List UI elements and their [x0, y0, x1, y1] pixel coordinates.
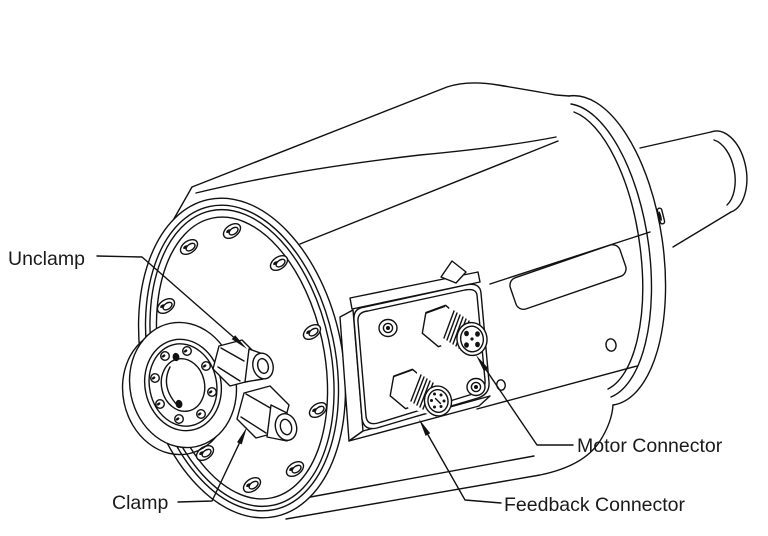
clamp-port-bore [279, 418, 293, 436]
connector-pin [430, 399, 433, 402]
hub-hole [154, 399, 166, 409]
connector-pin [464, 330, 469, 337]
hub-drive-dot [175, 399, 183, 409]
leader-clamp [177, 442, 240, 503]
motor-connector-threads [443, 310, 470, 349]
hub-hole [159, 351, 171, 361]
bottom-rear-ridge [476, 365, 638, 410]
rear-rim-mid [570, 103, 653, 398]
feedback-connector-face-ring [427, 389, 449, 413]
housing-hole [605, 338, 617, 352]
leader-unclamp [96, 255, 235, 338]
feedback-connector-threads [410, 374, 434, 410]
connector-key-slot [434, 397, 442, 405]
upper-facet-ridge [299, 140, 559, 245]
clamp-port-cap [274, 412, 298, 442]
leader-feedback-connector [427, 433, 502, 504]
body-bottom-edge [285, 404, 614, 520]
connector-pin [470, 337, 474, 341]
lower-facet-ridge [489, 231, 651, 285]
motor-connector-hex-facet [425, 305, 446, 314]
hub-hole [149, 373, 161, 383]
connector-pin [439, 393, 443, 397]
rear-cylinder-top [639, 131, 712, 149]
body-top-edge [191, 82, 570, 188]
leader-motor-connector [485, 369, 574, 446]
housing-pin-hole [496, 379, 506, 391]
bottom-facet-ridge [293, 455, 535, 501]
unclamp-hex-facets [217, 347, 245, 382]
body-top-facet-ridge [195, 136, 557, 194]
arrowhead-feedback-connector [419, 419, 431, 436]
hub-hole [181, 346, 193, 356]
unclamp-port-bore [256, 357, 270, 375]
hub-hole [195, 409, 207, 419]
feedback-connector [389, 368, 453, 417]
hub-ring-inner [148, 343, 218, 427]
feedback-connector-hex-facet [393, 369, 413, 378]
label-clamp: Clamp [112, 492, 169, 514]
rear-rim-inner [573, 111, 644, 390]
motor-body [170, 82, 748, 520]
connector-pin [433, 405, 436, 409]
hub-drive-dot [172, 352, 180, 362]
connector-pin [442, 399, 446, 403]
arrowhead-motor-connector [476, 355, 489, 372]
clamp-port [236, 385, 298, 442]
label-unclamp: Unclamp [8, 248, 85, 270]
callout-labels: Unclamp Clamp Motor Connector Feedback C… [8, 248, 723, 516]
arrowhead-clamp [237, 427, 247, 445]
motor-connector-face-ring [459, 325, 485, 353]
label-feedback-connector: Feedback Connector [504, 494, 686, 516]
nameplate [509, 243, 627, 311]
hub-hole [206, 387, 218, 397]
spindle-nose-hub [121, 321, 238, 456]
connector-pin [475, 341, 480, 348]
connector-pin [439, 405, 443, 408]
hub-hole [200, 361, 212, 371]
motor-connector [421, 304, 488, 357]
hub-hole [173, 414, 185, 424]
rear-cylinder-cap-inner [713, 139, 736, 206]
connector-pin [433, 392, 436, 396]
rim-slot [656, 207, 666, 225]
connector-pin [475, 331, 480, 337]
connector-pin [464, 342, 469, 348]
unclamp-port [212, 339, 274, 387]
rear-cylinder-bottom [672, 211, 732, 248]
arrowhead-unclamp [231, 335, 247, 349]
callout-leaders [96, 255, 574, 504]
hub-bore-inner-arc [165, 366, 179, 407]
clamp-hex-facets [240, 393, 273, 434]
box-top-tab [440, 260, 467, 284]
rear-rim-outer [568, 94, 667, 406]
box-screw [378, 318, 398, 338]
box-screw [466, 377, 486, 397]
label-motor-connector: Motor Connector [577, 435, 723, 457]
unclamp-port-cap [252, 352, 274, 380]
rear-cylinder-cap [710, 130, 748, 213]
